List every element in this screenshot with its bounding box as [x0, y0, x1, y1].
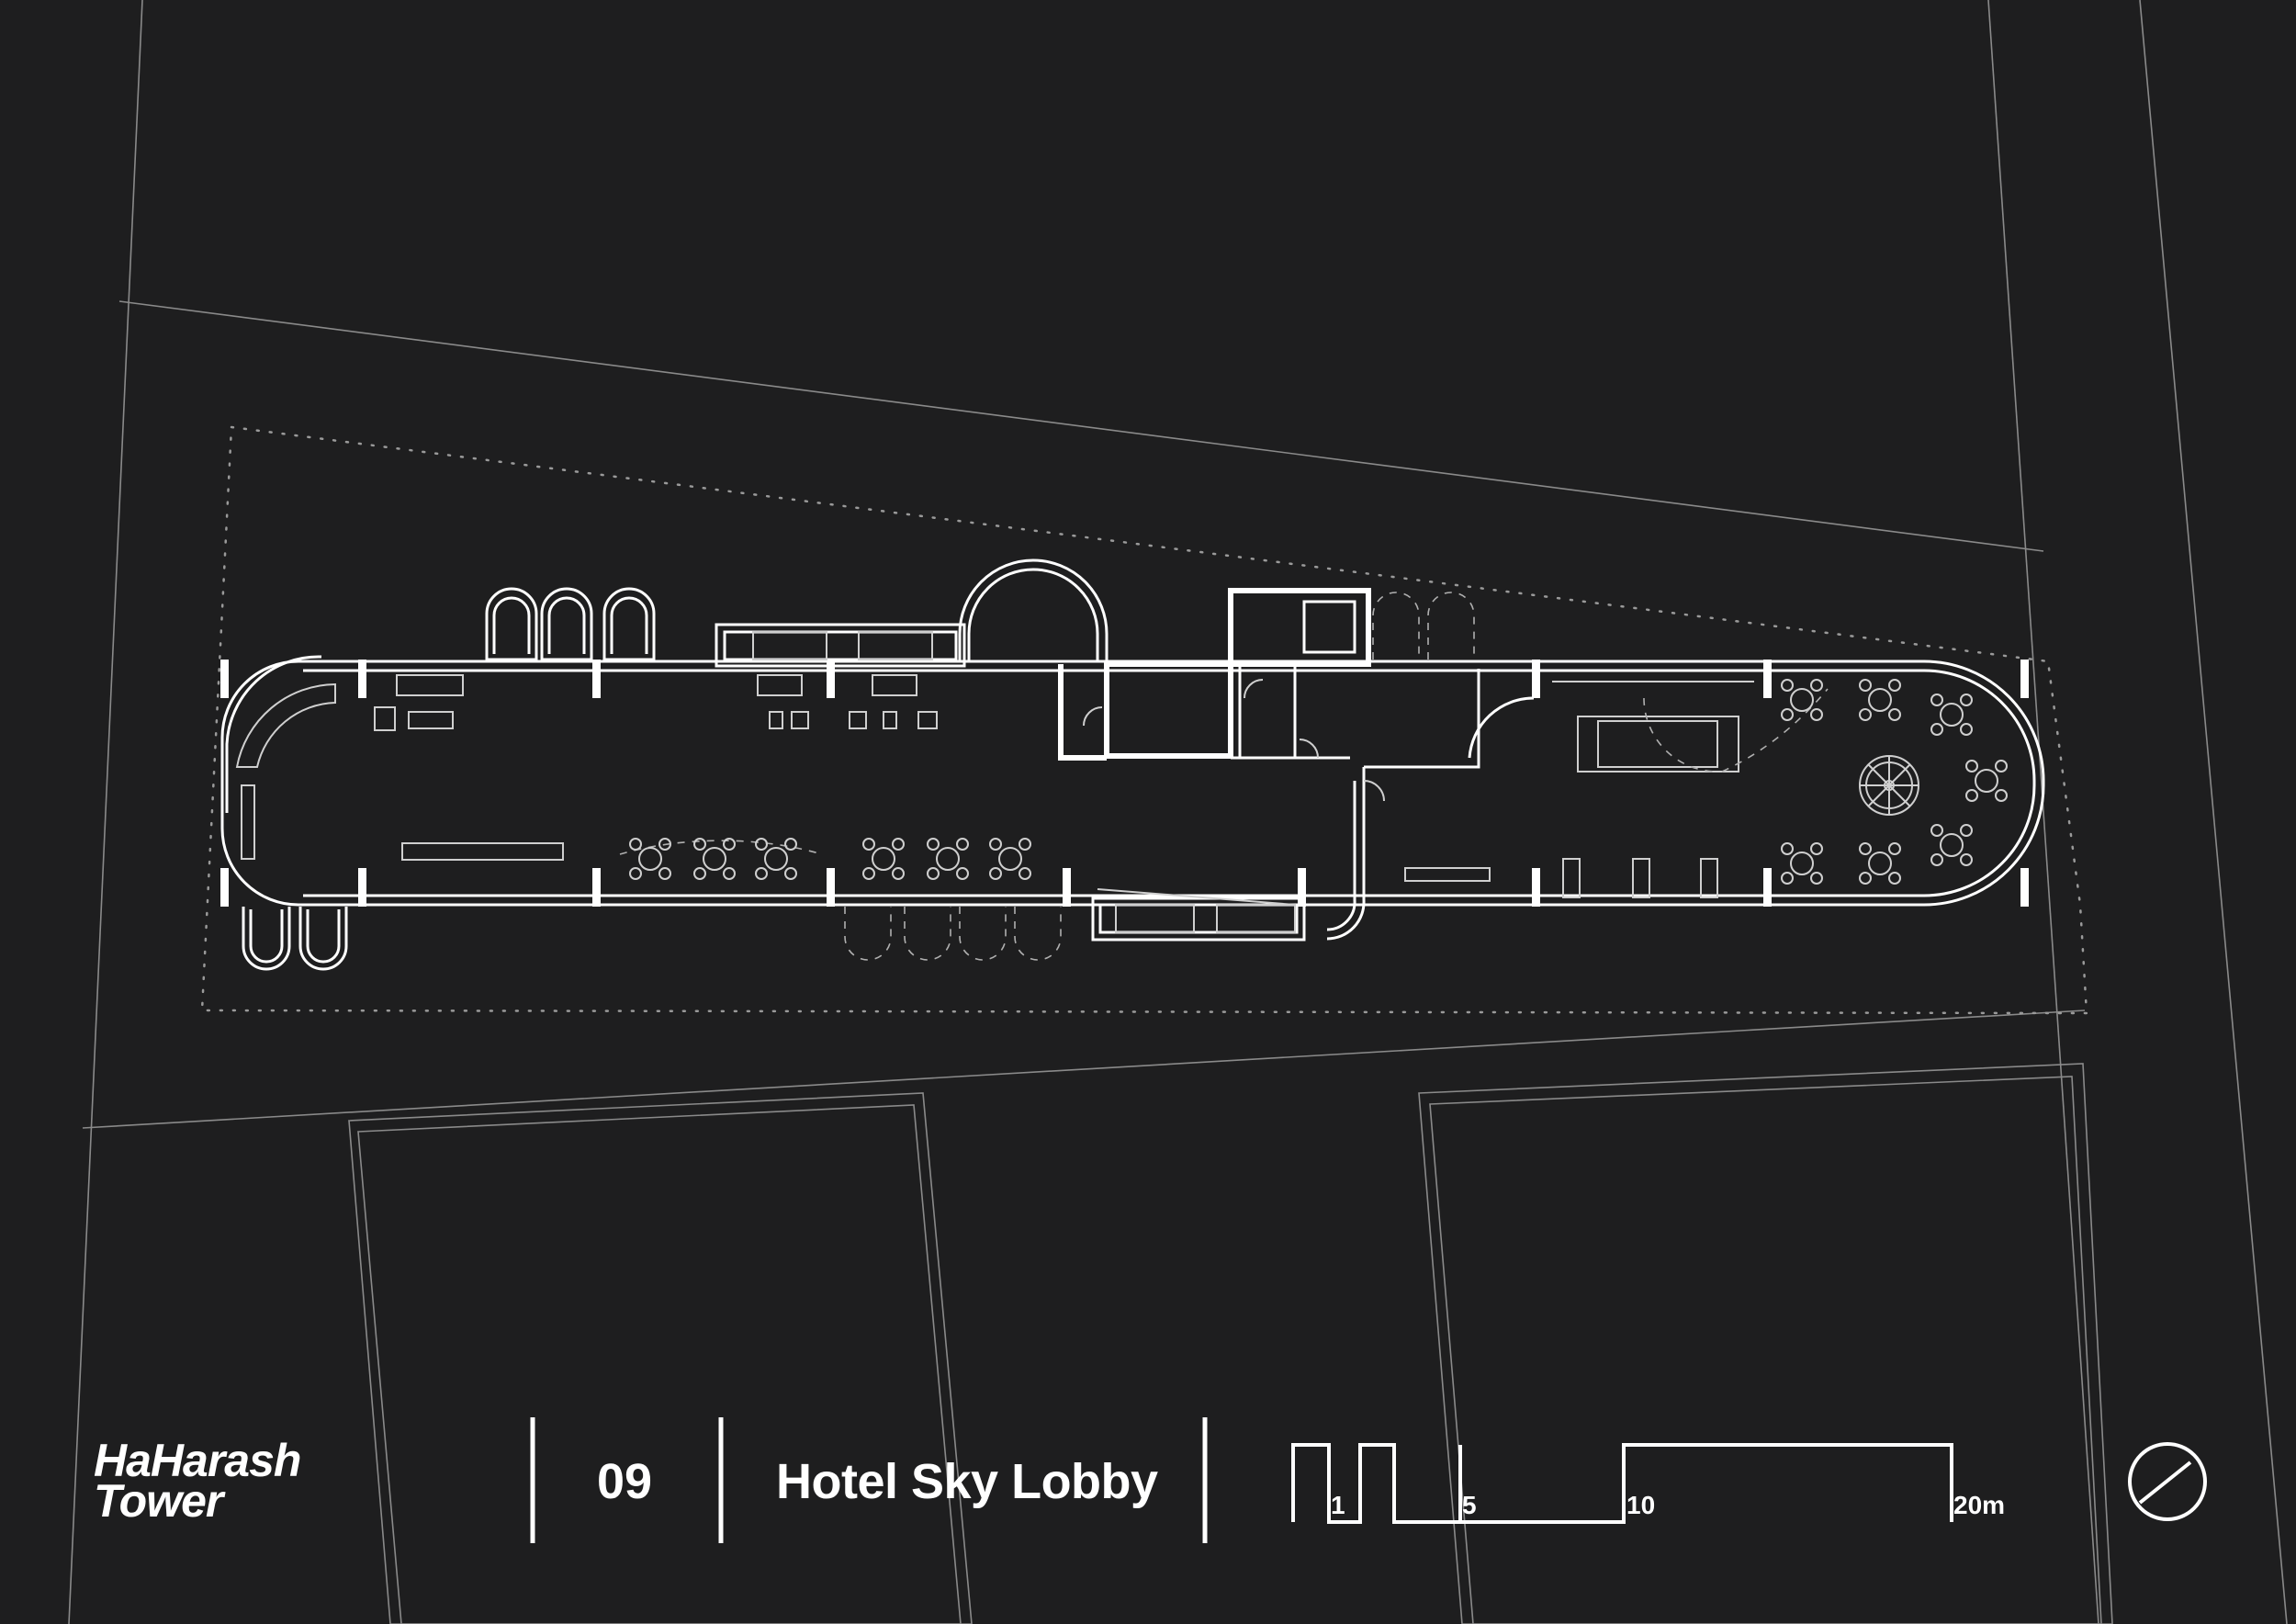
- core-walls: [1058, 588, 1371, 761]
- scale-label-20m: 20m: [1953, 1491, 2006, 1519]
- furniture: [235, 674, 1919, 898]
- north-arrow-icon: [2128, 1442, 2207, 1521]
- sheet-number: 09: [597, 1454, 653, 1509]
- site-context-lines: [68, 0, 2288, 1624]
- scale-bar: [1291, 1443, 1953, 1524]
- scale-label-1: 1: [1331, 1491, 1345, 1519]
- building-outline: [220, 558, 2045, 942]
- stairs: [752, 631, 1296, 933]
- balcony-pods: [242, 587, 1475, 971]
- scale-label-5: 5: [1462, 1491, 1477, 1519]
- plot-boundary: [200, 425, 2088, 1015]
- sheet-title: Hotel Sky Lobby: [776, 1454, 1158, 1509]
- columns: [220, 660, 2029, 907]
- table-sets: [629, 679, 2008, 885]
- scale-label-10: 10: [1626, 1491, 1656, 1519]
- title-block-dividers: [530, 1417, 1208, 1543]
